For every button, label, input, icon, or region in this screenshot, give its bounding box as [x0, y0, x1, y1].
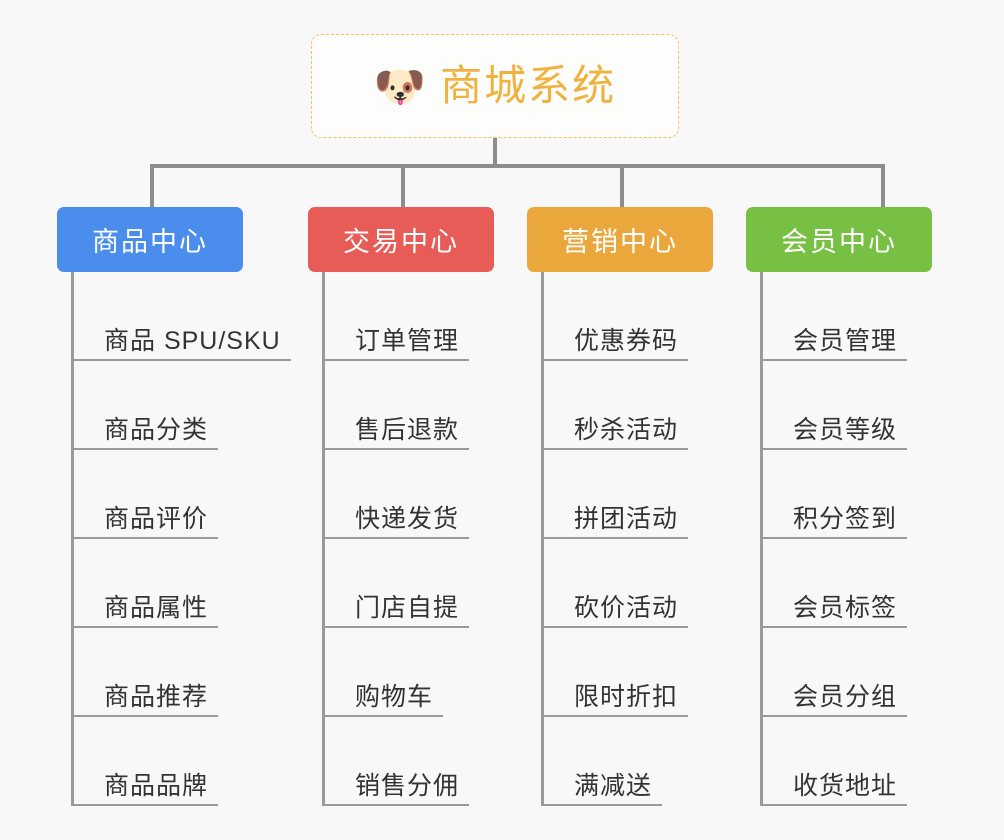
- leaf-item-label: 商品属性: [74, 594, 219, 628]
- branch-product-center: 商品中心商品 SPU/SKU 商品分类商品评价商品属性商品推荐商品品牌: [57, 207, 347, 806]
- category-header-trade-center[interactable]: 交易中心: [308, 207, 494, 272]
- connector-drop-marketing-center: [620, 164, 624, 209]
- leaf-item-label: 销售分佣: [325, 772, 470, 806]
- leaf-item[interactable]: 商品品牌: [74, 717, 347, 806]
- connector-drop-trade-center: [401, 164, 405, 209]
- branch-trade-center: 交易中心订单管理售后退款快递发货门店自提购物车销售分佣: [308, 207, 558, 806]
- leaf-item-label: 优惠券码: [544, 327, 689, 361]
- leaf-item-label: 门店自提: [325, 594, 470, 628]
- leaf-list-product-center: 商品 SPU/SKU 商品分类商品评价商品属性商品推荐商品品牌: [71, 272, 347, 806]
- leaf-item-label: 收货地址: [763, 772, 908, 806]
- leaf-item-label: 商品品牌: [74, 772, 219, 806]
- branch-member-center: 会员中心会员管理会员等级积分签到会员标签会员分组收货地址: [746, 207, 996, 806]
- leaf-item-label: 商品 SPU/SKU: [74, 327, 291, 361]
- leaf-item[interactable]: 商品推荐: [74, 628, 347, 717]
- leaf-item[interactable]: 会员等级: [763, 361, 996, 450]
- leaf-item-label: 商品推荐: [74, 683, 219, 717]
- leaf-item-label: 会员等级: [763, 416, 908, 450]
- branch-marketing-center: 营销中心优惠券码秒杀活动拼团活动砍价活动限时折扣满减送: [527, 207, 777, 806]
- leaf-list-trade-center: 订单管理售后退款快递发货门店自提购物车销售分佣: [322, 272, 558, 806]
- leaf-item[interactable]: 订单管理: [325, 272, 558, 361]
- leaf-item-label: 积分签到: [763, 505, 908, 539]
- leaf-item-label: 拼团活动: [544, 505, 689, 539]
- leaf-item-label: 满减送: [544, 772, 663, 806]
- root-node: 🐶 商城系统: [311, 34, 679, 138]
- leaf-item[interactable]: 拼团活动: [544, 450, 777, 539]
- connector-bus-line: [150, 164, 885, 168]
- connector-drop-member-center: [881, 164, 885, 209]
- leaf-item[interactable]: 收货地址: [763, 717, 996, 806]
- leaf-item-label: 会员管理: [763, 327, 908, 361]
- dog-face-icon: 🐶: [373, 63, 427, 110]
- leaf-item[interactable]: 会员标签: [763, 539, 996, 628]
- category-header-member-center[interactable]: 会员中心: [746, 207, 932, 272]
- leaf-item-label: 商品评价: [74, 505, 219, 539]
- category-header-marketing-center[interactable]: 营销中心: [527, 207, 713, 272]
- leaf-item[interactable]: 门店自提: [325, 539, 558, 628]
- leaf-item[interactable]: 限时折扣: [544, 628, 777, 717]
- leaf-item-label: 秒杀活动: [544, 416, 689, 450]
- leaf-item[interactable]: 销售分佣: [325, 717, 558, 806]
- leaf-item-label: 会员分组: [763, 683, 908, 717]
- leaf-item[interactable]: 商品评价: [74, 450, 347, 539]
- leaf-item-label: 砍价活动: [544, 594, 689, 628]
- leaf-item[interactable]: 商品分类: [74, 361, 347, 450]
- leaf-item[interactable]: 秒杀活动: [544, 361, 777, 450]
- root-title: 商城系统: [440, 62, 617, 109]
- leaf-item[interactable]: 售后退款: [325, 361, 558, 450]
- leaf-item[interactable]: 砍价活动: [544, 539, 777, 628]
- leaf-list-marketing-center: 优惠券码秒杀活动拼团活动砍价活动限时折扣满减送: [541, 272, 777, 806]
- leaf-item-label: 商品分类: [74, 416, 219, 450]
- leaf-item[interactable]: 会员分组: [763, 628, 996, 717]
- leaf-item-label: 订单管理: [325, 327, 470, 361]
- leaf-item[interactable]: 优惠券码: [544, 272, 777, 361]
- connector-drop-product-center: [150, 164, 154, 209]
- category-header-product-center[interactable]: 商品中心: [57, 207, 243, 272]
- leaf-item[interactable]: 会员管理: [763, 272, 996, 361]
- leaf-list-member-center: 会员管理会员等级积分签到会员标签会员分组收货地址: [760, 272, 996, 806]
- leaf-item[interactable]: 购物车: [325, 628, 558, 717]
- leaf-item-label: 购物车: [325, 683, 444, 717]
- leaf-item-label: 售后退款: [325, 416, 470, 450]
- leaf-item[interactable]: 商品 SPU/SKU: [74, 272, 347, 361]
- connector-root-stem: [493, 138, 497, 168]
- leaf-item[interactable]: 快递发货: [325, 450, 558, 539]
- leaf-item[interactable]: 积分签到: [763, 450, 996, 539]
- leaf-item-label: 会员标签: [763, 594, 908, 628]
- leaf-item[interactable]: 满减送: [544, 717, 777, 806]
- leaf-item-label: 快递发货: [325, 505, 470, 539]
- leaf-item[interactable]: 商品属性: [74, 539, 347, 628]
- leaf-item-label: 限时折扣: [544, 683, 689, 717]
